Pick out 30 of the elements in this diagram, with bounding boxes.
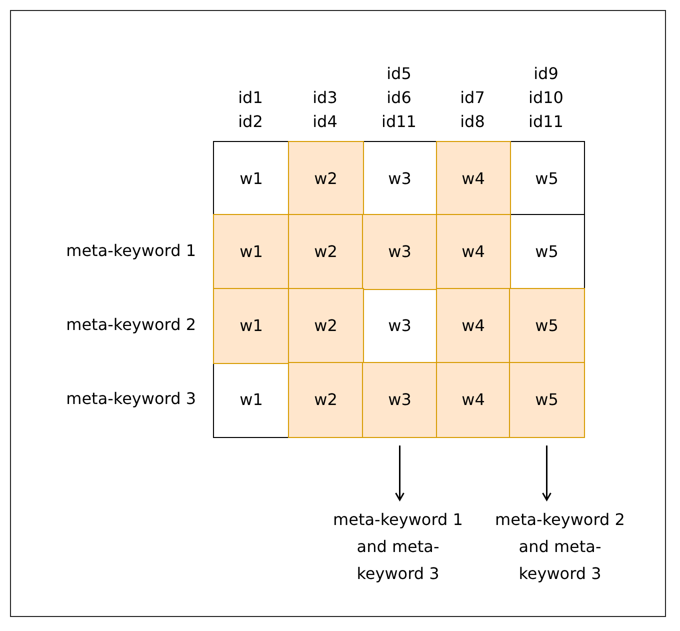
table-cell: w1 [213,288,290,364]
table-cell: w1 [213,214,290,290]
result-text: meta-keyword 2 and meta-keyword 3 [486,506,634,587]
table-cell: w1 [213,362,290,438]
column-header: id9 id10 id11 [528,63,564,133]
table-cell: w3 [362,362,438,438]
table-cell: w4 [436,288,510,364]
arrow [395,446,404,501]
table-cell: w1 [213,141,290,216]
table-cell: w5 [509,214,584,290]
table-cell: w3 [362,214,438,290]
column-header: id5 id6 id11 [380,63,418,133]
table-cell: w2 [288,141,364,216]
result-text: meta-keyword 1 and meta-keyword 3 [324,506,472,587]
table-cell: w5 [509,362,584,438]
row-label: meta-keyword 1 [66,240,196,262]
row-label: meta-keyword 2 [66,314,196,336]
column-header: id3 id4 [312,87,338,133]
column-header: id7 id8 [459,87,486,133]
table-cell: w5 [509,288,584,364]
table-cell: w2 [288,362,364,438]
table-cell: w4 [436,214,510,290]
row-label: meta-keyword 3 [66,388,196,410]
column-header: id1 id2 [237,87,264,133]
table-cell: w4 [436,362,510,438]
arrow [542,446,552,501]
table-cell: w4 [436,141,510,216]
table-cell: w2 [288,288,364,364]
table-cell: w5 [509,141,584,216]
table-cell: w2 [288,214,364,290]
